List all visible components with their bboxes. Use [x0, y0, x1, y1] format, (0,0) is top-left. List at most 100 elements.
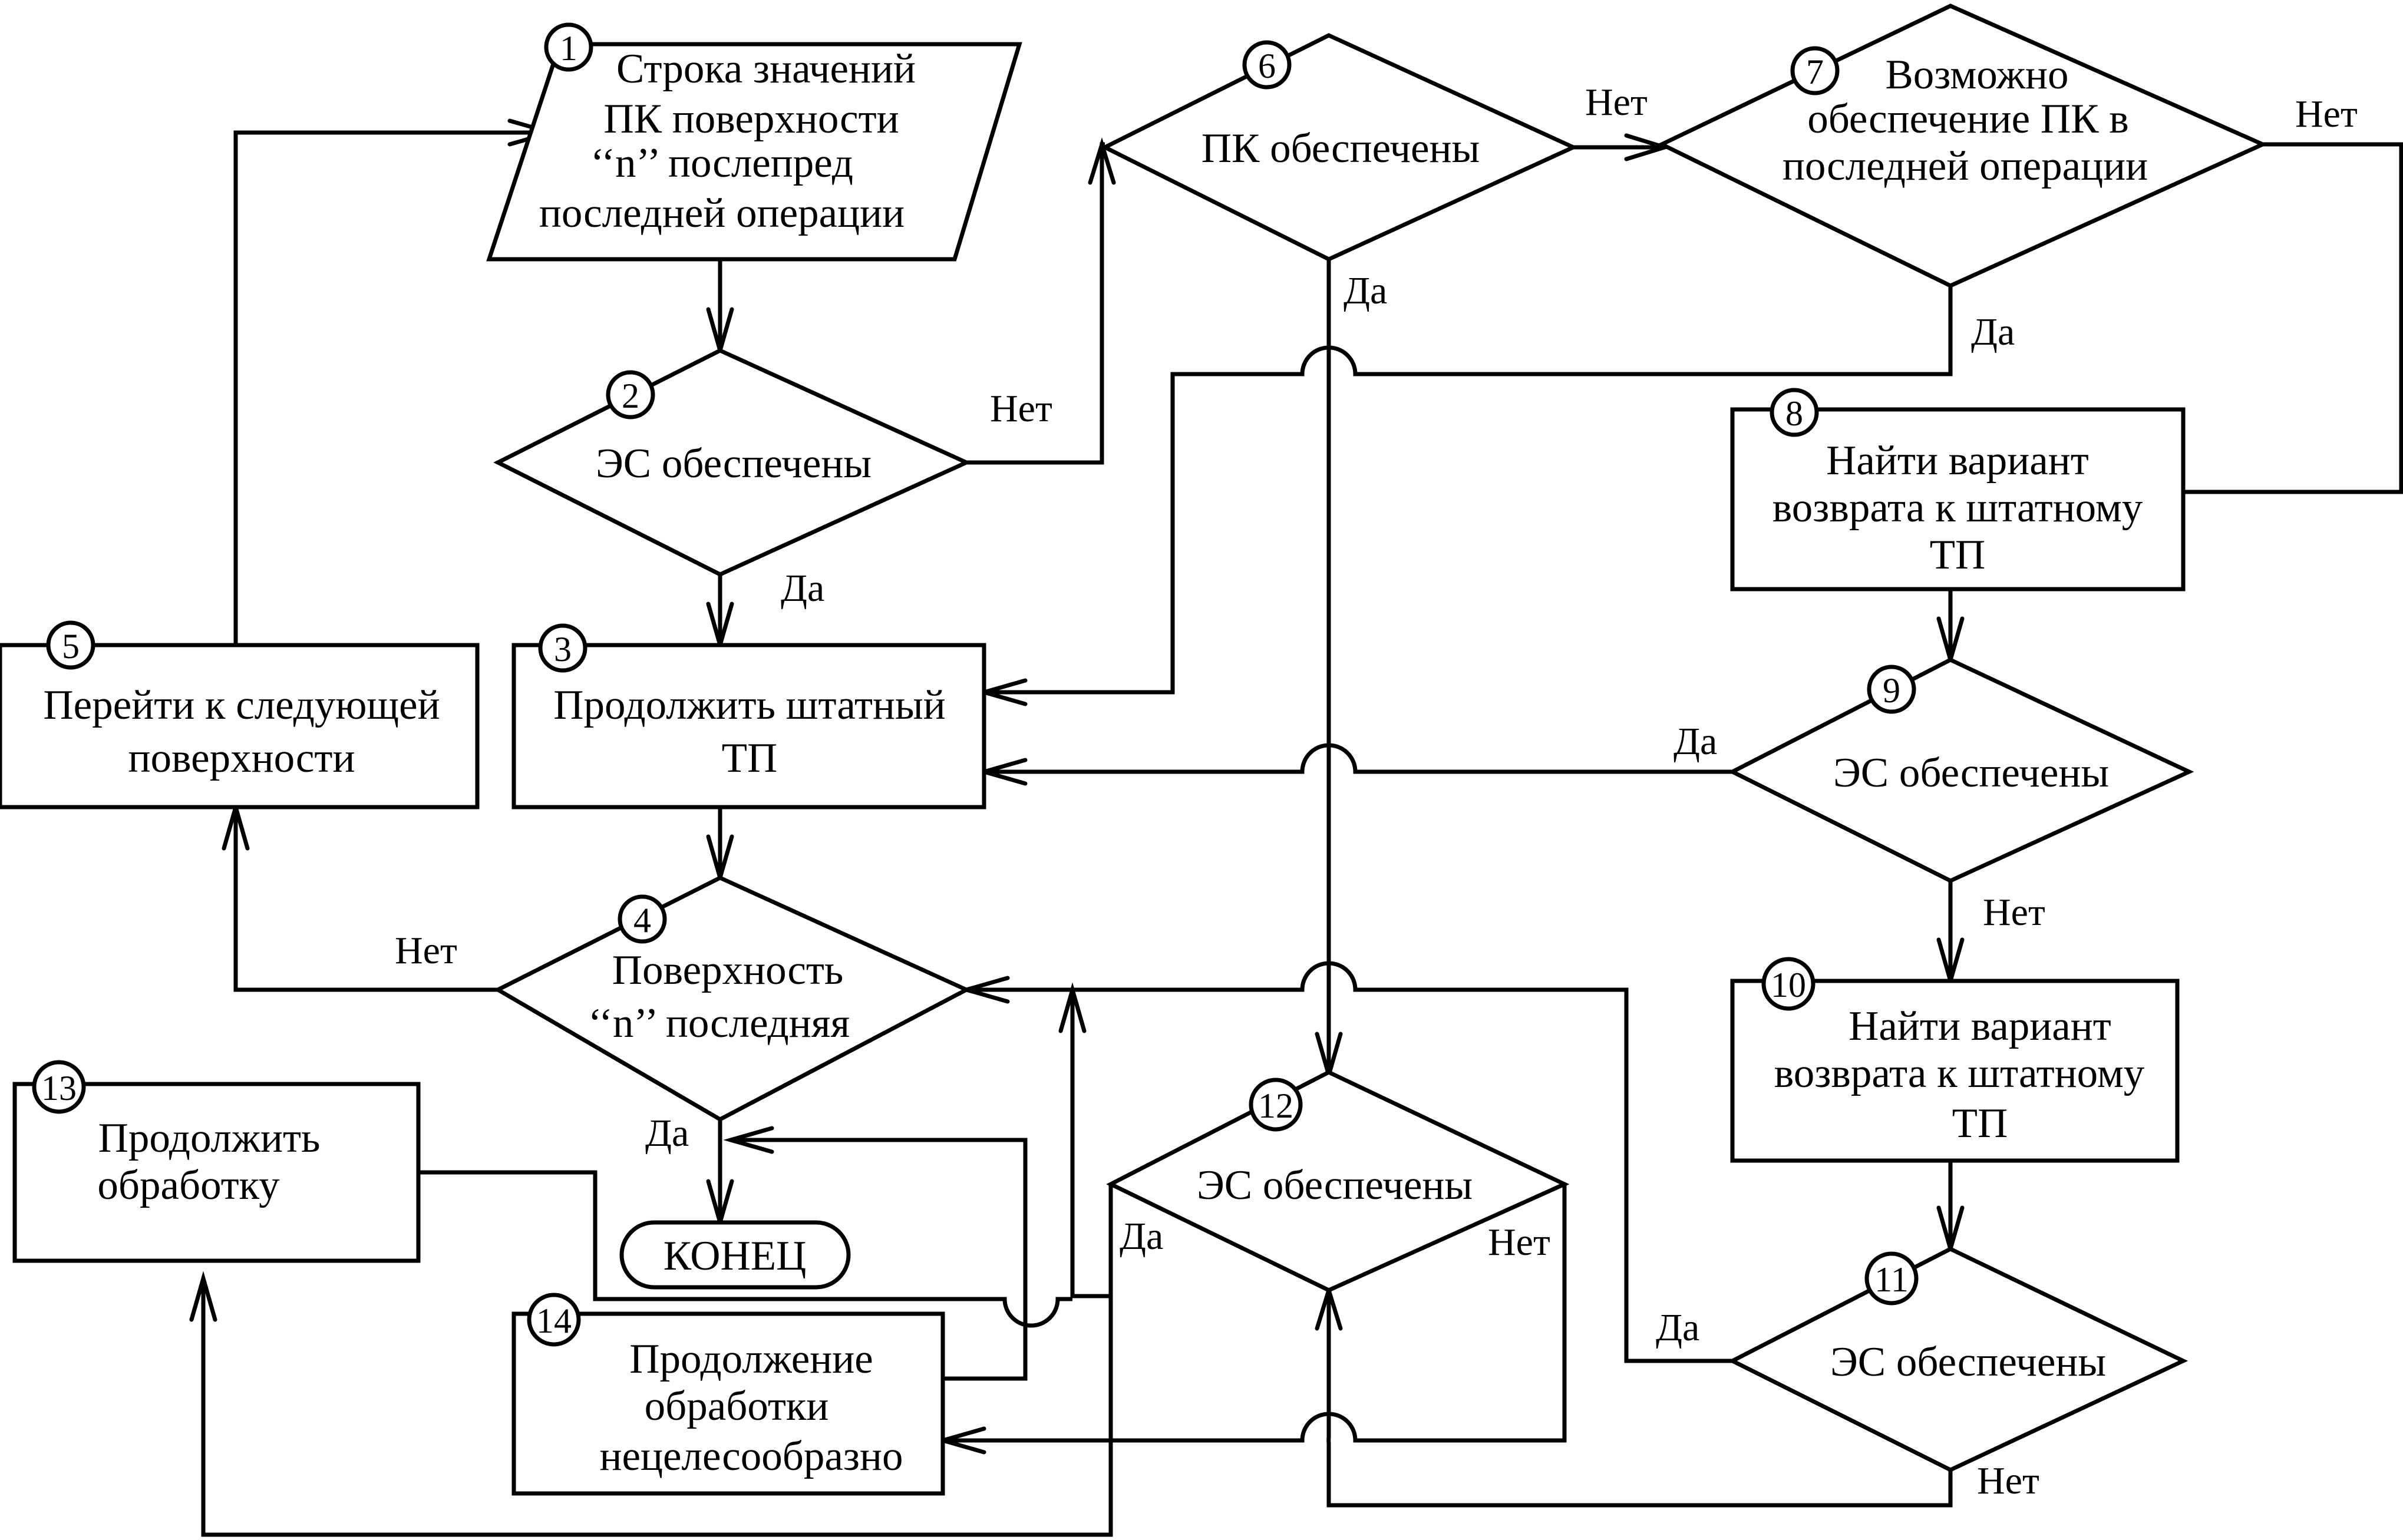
block-14-line-1: Продолжение — [629, 1336, 873, 1382]
block-14-line-3: нецелесообразно — [600, 1433, 903, 1479]
label-11-yes: Да — [1656, 1306, 1699, 1349]
block-13-process — [12, 1082, 421, 1263]
block-13-line-2: обработку — [97, 1162, 280, 1208]
block-10-line-1: Найти вариант — [1849, 1003, 2111, 1049]
label-12-no: Нет — [1488, 1221, 1550, 1264]
block-1-line-1: Строка значений — [616, 46, 916, 92]
label-4-yes: Да — [645, 1112, 689, 1155]
badge-12 — [1249, 1078, 1303, 1132]
block-12-line-1: ЭС обеспечены — [1197, 1162, 1473, 1208]
label-2-no: Нет — [990, 387, 1052, 430]
block-8-line-3: ТП — [1930, 532, 1986, 578]
badge-6 — [1242, 40, 1292, 90]
edge-12-to-13 — [201, 1278, 1113, 1537]
block-8-line-2: возврата к штатному — [1772, 485, 2143, 531]
block-13-line-1: Продолжить — [98, 1115, 321, 1161]
block-8-line-1: Найти вариант — [1826, 438, 2089, 484]
edge-14-to-4 — [731, 1138, 1028, 1381]
arrowhead-into-13 — [189, 1271, 217, 1322]
edge-11-to-4 — [966, 961, 1732, 1363]
arrowhead-into-4-from-12 — [1058, 982, 1087, 1033]
edge-labels: Нет Да Нет Да Нет Да Да Нет Нет Да Да Не… — [395, 81, 2358, 1502]
block-3-process — [511, 643, 986, 809]
badge-2 — [606, 370, 655, 419]
block-8-process — [1730, 407, 2186, 591]
badge-6-text: 6 — [1258, 47, 1276, 85]
label-9-yes: Да — [1673, 720, 1717, 763]
label-11-no: Нет — [1977, 1459, 2039, 1502]
end-text: КОНЕЦ — [664, 1233, 807, 1279]
edge-12-to-4 — [1070, 990, 1113, 1298]
block-3-line-1: Продолжить штатный — [553, 682, 946, 728]
block-7-line-2: обеспечение ПК в — [1807, 96, 2129, 142]
edge-9-to-3 — [984, 743, 1732, 774]
arrowhead-into-4-from-14 — [723, 1126, 774, 1154]
block-1-line-2: ПК поверхности — [603, 96, 899, 142]
badge-14-text: 14 — [536, 1301, 572, 1340]
badge-9-text: 9 — [1883, 671, 1900, 710]
label-9-no: Нет — [1983, 891, 2045, 934]
badge-3-text: 3 — [554, 630, 572, 669]
block-4-line-1: Поверхность — [612, 947, 844, 993]
badge-14 — [527, 1293, 581, 1347]
badge-5 — [46, 620, 95, 670]
edge-11-to-12 — [1326, 1290, 1953, 1508]
badge-9 — [1867, 665, 1916, 714]
badge-4-text: 4 — [633, 901, 651, 940]
block-1-input — [486, 42, 1022, 262]
block-7-line-3: последней операции — [1783, 143, 2148, 189]
badge-11-text: 11 — [1874, 1260, 1909, 1299]
label-7-no: Нет — [2295, 92, 2358, 136]
block-11-line-1: ЭС обеспечены — [1830, 1339, 2106, 1385]
badge-3 — [538, 623, 587, 673]
block-9-line-1: ЭС обеспечены — [1833, 750, 2109, 796]
label-6-no: Нет — [1585, 81, 1648, 124]
badge-2-text: 2 — [622, 376, 639, 415]
arrowhead-into-6 — [1088, 137, 1116, 185]
block-texts: Строка значений ПК поверхности ‘‘n’’ пос… — [43, 46, 2148, 1479]
end-terminator — [619, 1220, 851, 1290]
block-14-process — [511, 1311, 945, 1496]
badge-10 — [1761, 957, 1816, 1011]
block-14-line-2: обработки — [645, 1383, 829, 1429]
badge-11 — [1864, 1251, 1919, 1306]
block-10-line-3: ТП — [1952, 1101, 2008, 1146]
block-7-line-1: Возможно — [1885, 52, 2068, 98]
badge-12-text: 12 — [1258, 1086, 1293, 1125]
block-6-decision — [1100, 33, 1579, 262]
label-4-no: Нет — [395, 929, 457, 972]
badge-8 — [1770, 388, 1819, 437]
badge-13-text: 13 — [41, 1069, 77, 1108]
block-11-decision — [1728, 1247, 2189, 1472]
block-10-process — [1730, 979, 2180, 1163]
edge-12-to-14 — [943, 1184, 1567, 1443]
label-7-yes: Да — [1971, 310, 2015, 353]
block-1-line-3: ‘‘n’’ послепред — [590, 140, 853, 186]
label-2-yes: Да — [781, 567, 824, 610]
edge-13-to-end — [418, 1170, 1072, 1328]
badge-5-text: 5 — [62, 627, 80, 666]
badge-13 — [32, 1060, 86, 1114]
block-5-line-2: поверхности — [128, 735, 355, 781]
badge-1-text: 1 — [560, 29, 577, 68]
block-2-line-1: ЭС обеспечены — [596, 441, 872, 487]
number-badges: 1 2 3 4 5 6 7 8 9 10 11 12 13 14 — [32, 22, 1919, 1347]
block-5-line-1: Перейти к следующей — [43, 682, 440, 728]
badge-4 — [618, 894, 667, 944]
badge-10-text: 10 — [1771, 966, 1806, 1004]
badge-7 — [1790, 46, 1840, 95]
badge-8-text: 8 — [1785, 394, 1803, 433]
block-6-line-1: ПК обеспечены — [1202, 125, 1480, 171]
block-5-process — [0, 643, 480, 809]
edge-4-to-5 — [233, 807, 498, 992]
connectors — [201, 130, 2403, 1537]
block-3-line-2: ТП — [722, 735, 778, 781]
block-12-decision — [1106, 1070, 1570, 1293]
block-4-decision — [493, 875, 971, 1122]
badge-7-text: 7 — [1806, 52, 1824, 91]
block-9-decision — [1728, 657, 2194, 883]
edge-5-to-1 — [233, 130, 548, 645]
block-1-line-4: последней операции — [539, 190, 905, 236]
edge-7-to-8 — [2183, 142, 2403, 494]
